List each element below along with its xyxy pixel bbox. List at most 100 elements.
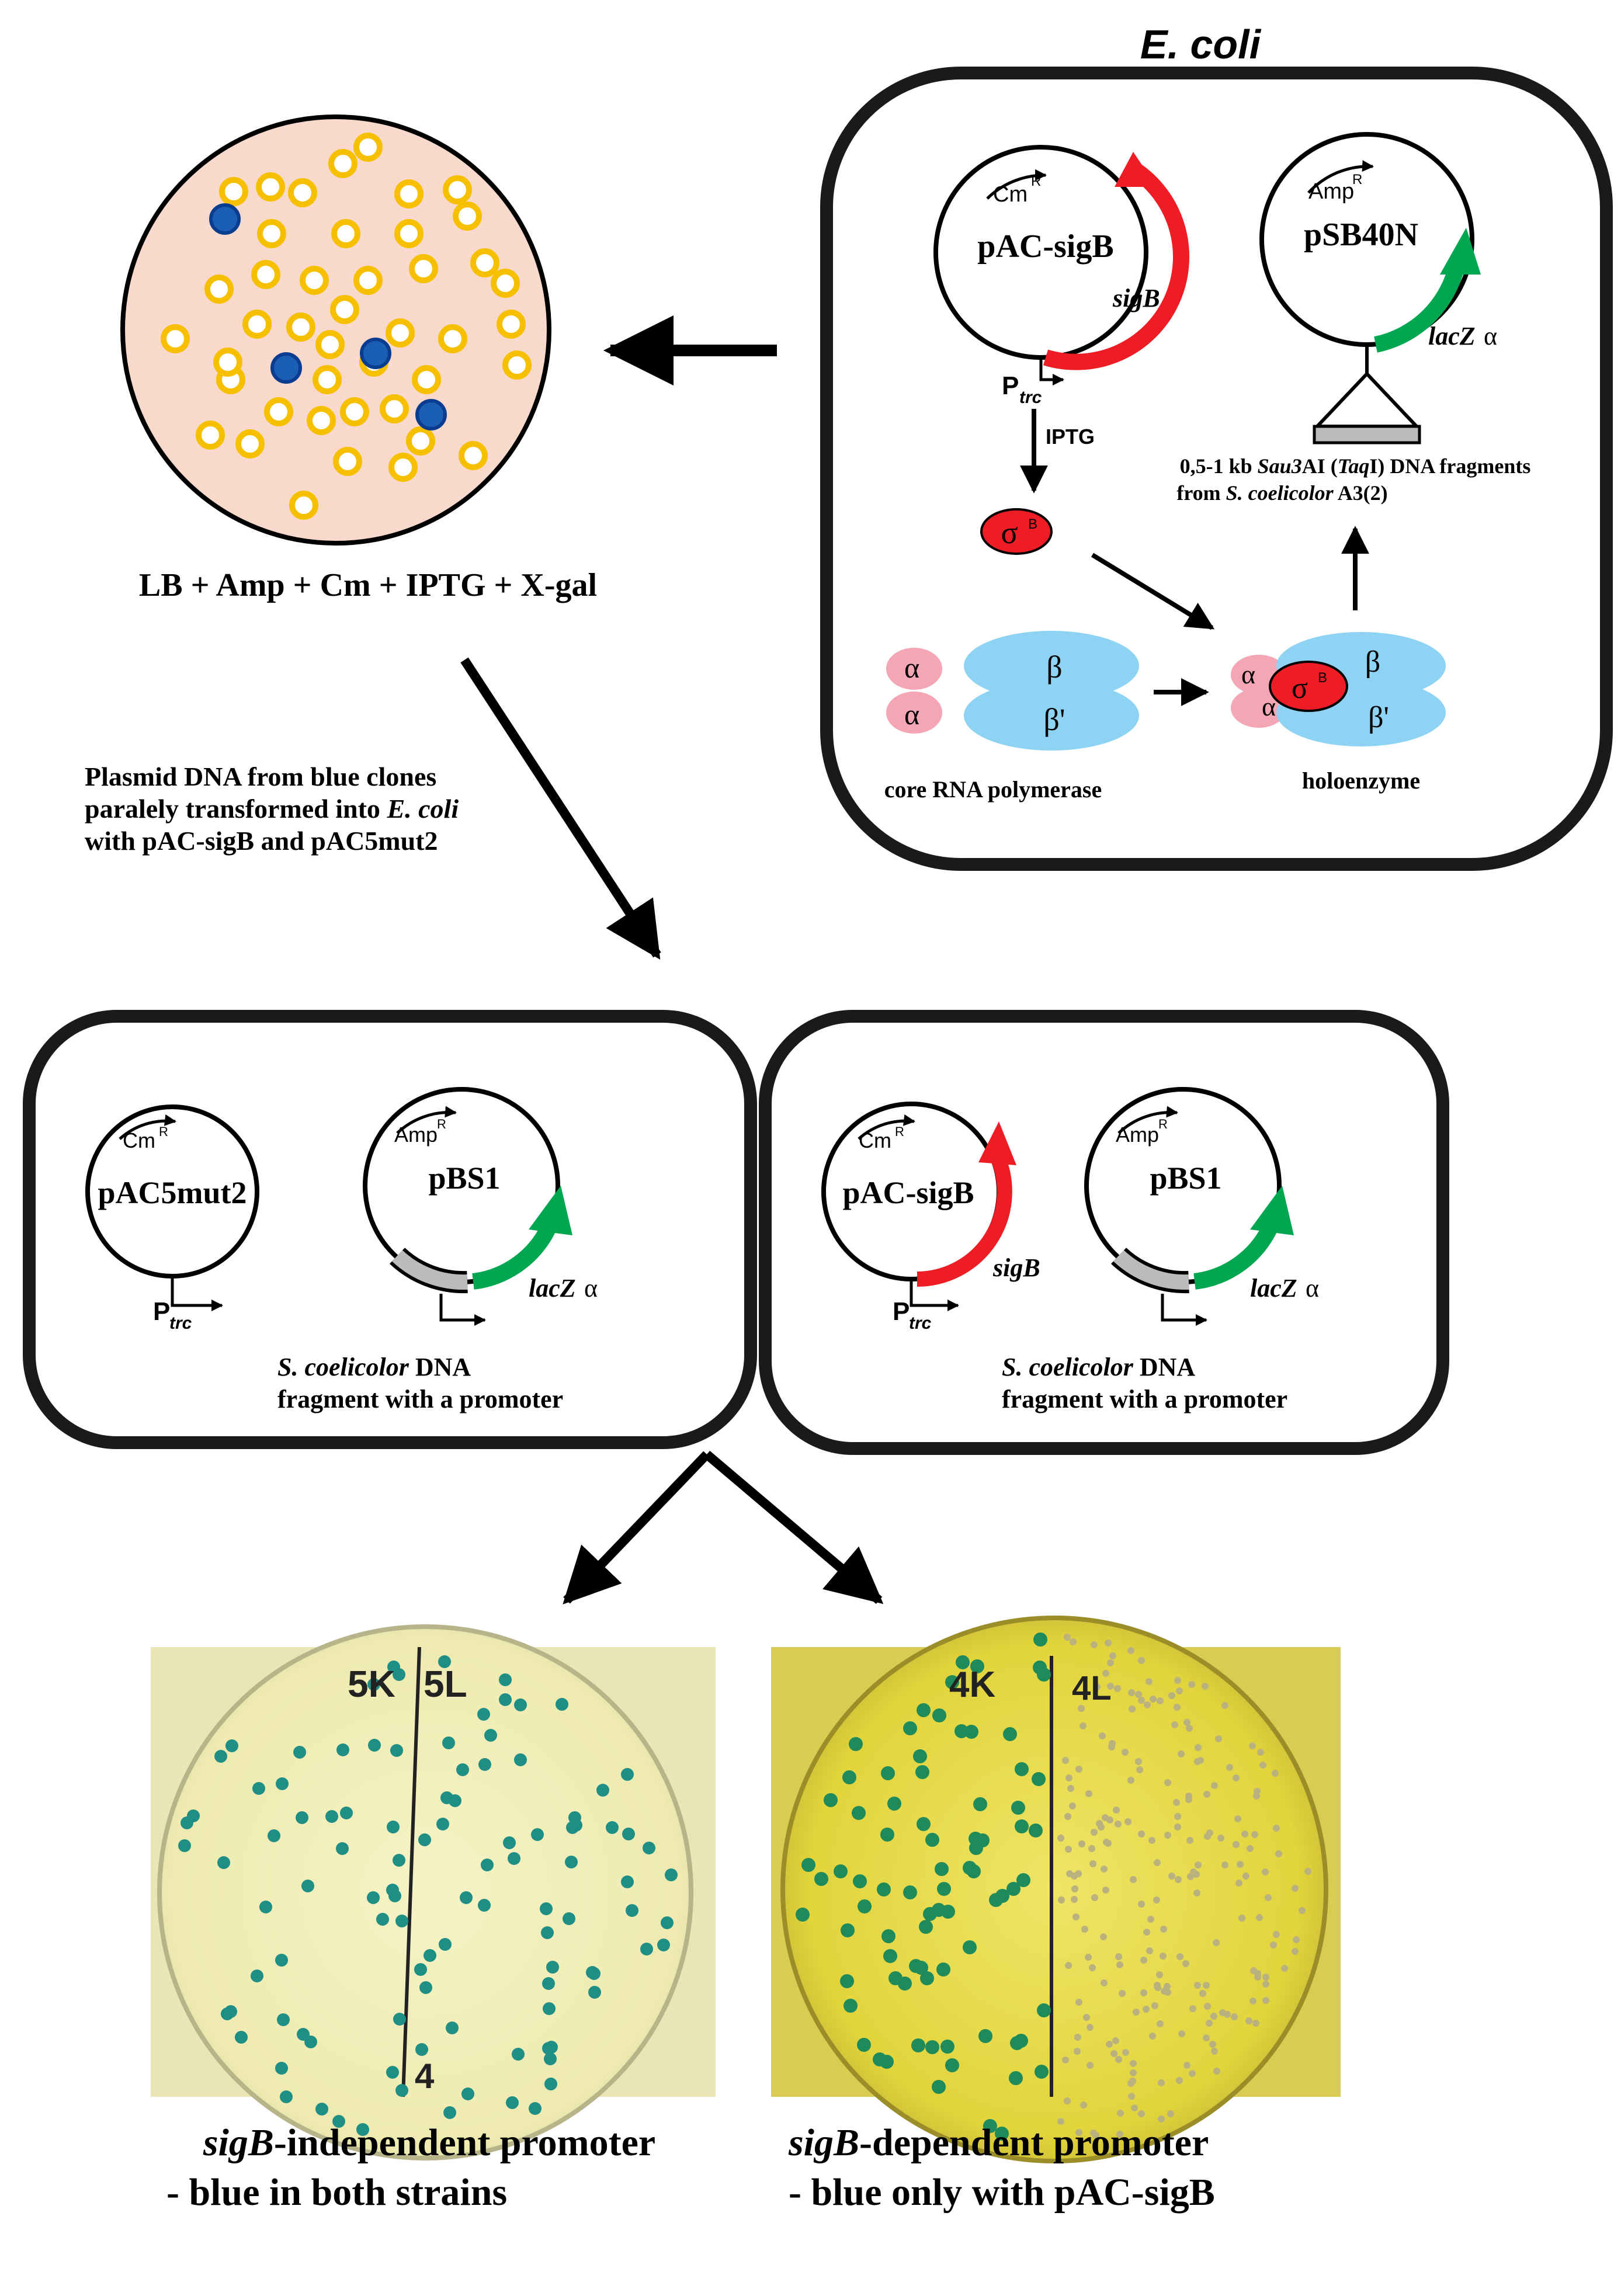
photo-colony xyxy=(1080,2102,1087,2109)
transform-note: Plasmid DNA from blue clones paralely tr… xyxy=(85,762,459,856)
photo-colony xyxy=(621,1875,634,1888)
photo-colony xyxy=(622,1828,635,1840)
photo-colony xyxy=(1003,1727,1017,1741)
photo-colony xyxy=(936,1962,950,1977)
photo-colony xyxy=(1071,1896,1078,1903)
photo-colony xyxy=(1213,2068,1220,2075)
svg-text:B: B xyxy=(1318,670,1327,686)
strain-box-pac-sigb: Cm R pAC-sigB sigB P trc Amp R pBS1 lacZ… xyxy=(759,1010,1449,1455)
arrow-split-right xyxy=(703,1450,884,1604)
svg-text:P: P xyxy=(893,1297,910,1326)
photo-colony xyxy=(540,1902,553,1915)
photo-colony xyxy=(1241,1830,1248,1838)
photo-colony xyxy=(881,1929,895,1943)
photo-colony xyxy=(1014,2034,1028,2048)
yellow-colony xyxy=(331,219,360,248)
photo-colony xyxy=(395,2084,408,2097)
photo-colony xyxy=(796,1908,810,1922)
blue-colony xyxy=(270,352,302,384)
photo-colony xyxy=(1252,2020,1259,2027)
photo-colony xyxy=(1078,1840,1085,1847)
photo-colony xyxy=(1087,2062,1094,2069)
photo-colony xyxy=(1087,2024,1094,2031)
photo-colony xyxy=(297,2028,310,2041)
photo-colony xyxy=(301,1880,314,1892)
caption-left-line2: - blue in both strains xyxy=(166,2171,507,2214)
photo-colony xyxy=(217,1856,230,1869)
yellow-colony xyxy=(286,312,315,342)
yellow-colony xyxy=(394,179,424,209)
photo-colony xyxy=(1262,1981,1269,1988)
svg-text:R: R xyxy=(1031,173,1041,189)
photo-colony xyxy=(1242,1873,1249,1880)
photo-colony xyxy=(1127,1777,1134,1784)
photo-colony xyxy=(1116,1961,1123,1968)
photo-colony xyxy=(477,1708,490,1721)
photo-colony xyxy=(1202,1683,1209,1690)
photo-colony xyxy=(1009,2071,1023,2085)
photo-colony xyxy=(1199,1990,1206,1997)
photo-colony xyxy=(1194,1982,1201,1989)
photo-colony xyxy=(529,2102,542,2115)
yellow-colony xyxy=(353,133,383,162)
photo-colony xyxy=(386,2066,399,2079)
photo-colony xyxy=(1115,1953,1122,1960)
photo-colony xyxy=(1257,1749,1264,1756)
photo-colony xyxy=(970,1659,984,1673)
photo-colony xyxy=(1064,2097,1071,2104)
photo-colony xyxy=(1117,2110,1124,2117)
photo-colony xyxy=(1085,1790,1092,1797)
photo-colony xyxy=(1115,2056,1122,2063)
yellow-colony xyxy=(219,177,248,206)
photo-colony xyxy=(514,1698,527,1711)
photo-colony xyxy=(1215,1735,1222,1742)
photo-colony xyxy=(935,1862,949,1876)
photo-colony xyxy=(1206,2020,1213,2027)
photo-colony xyxy=(1065,1962,1072,1969)
photo-colony xyxy=(1265,1894,1272,1901)
photo-colony xyxy=(941,1905,955,1919)
photo-colony xyxy=(1124,1818,1131,1825)
photo-colony xyxy=(1127,1647,1134,1654)
holoenzyme: α α σ B β β' holoenzyme xyxy=(1231,632,1446,794)
photo-colony xyxy=(1157,1697,1164,1704)
yellow-colony xyxy=(289,491,318,520)
photo-colony xyxy=(1189,2070,1196,2077)
plasmid-pac-sigb: Cm R pAC-sigB sigB P trc xyxy=(933,145,1190,407)
photo-colony xyxy=(844,1999,858,2013)
photo-colony xyxy=(214,1750,227,1763)
yellow-colony xyxy=(288,178,317,207)
photo-colony xyxy=(332,2115,345,2128)
plasmid-name: pAC5mut2 xyxy=(98,1175,247,1210)
photo-colony xyxy=(1100,1933,1107,1940)
svg-text:Cm: Cm xyxy=(859,1128,891,1152)
photo-colony xyxy=(387,1661,400,1673)
photo-colony xyxy=(1213,1939,1220,1946)
photo-colony xyxy=(1168,1692,1175,1699)
photo-colony xyxy=(1262,1974,1269,1981)
photo-colony xyxy=(1140,1957,1147,1964)
photo-colony xyxy=(563,1912,575,1925)
photo-colony xyxy=(1037,2003,1051,2017)
photo-colony xyxy=(1066,1870,1073,1877)
photo-colony xyxy=(945,2058,959,2072)
photo-colony xyxy=(1075,1999,1082,2006)
photo-colony xyxy=(814,1872,828,1886)
photo-colony xyxy=(1203,2034,1210,2041)
photo-colony xyxy=(995,2127,1009,2141)
yellow-colony xyxy=(453,202,482,231)
photo-colony xyxy=(1221,1702,1228,1709)
photo-colony xyxy=(1251,1831,1258,1838)
photo-colony xyxy=(387,1821,400,1833)
photo-colony xyxy=(1256,1914,1263,1921)
svg-text:Plasmid DNA from blue clones: Plasmid DNA from blue clones xyxy=(85,762,436,791)
photo-colony xyxy=(1148,1837,1155,1844)
photo-colony xyxy=(276,1777,289,1790)
photo-colony xyxy=(1299,1907,1306,1914)
photo-colony xyxy=(873,2052,887,2066)
photo-colony xyxy=(881,1766,895,1780)
plasmid-name: pBS1 xyxy=(428,1161,500,1196)
photo-colony xyxy=(1089,1860,1096,1867)
handwriting-5k: 5K xyxy=(348,1663,395,1705)
photo-colony xyxy=(1176,1687,1183,1694)
